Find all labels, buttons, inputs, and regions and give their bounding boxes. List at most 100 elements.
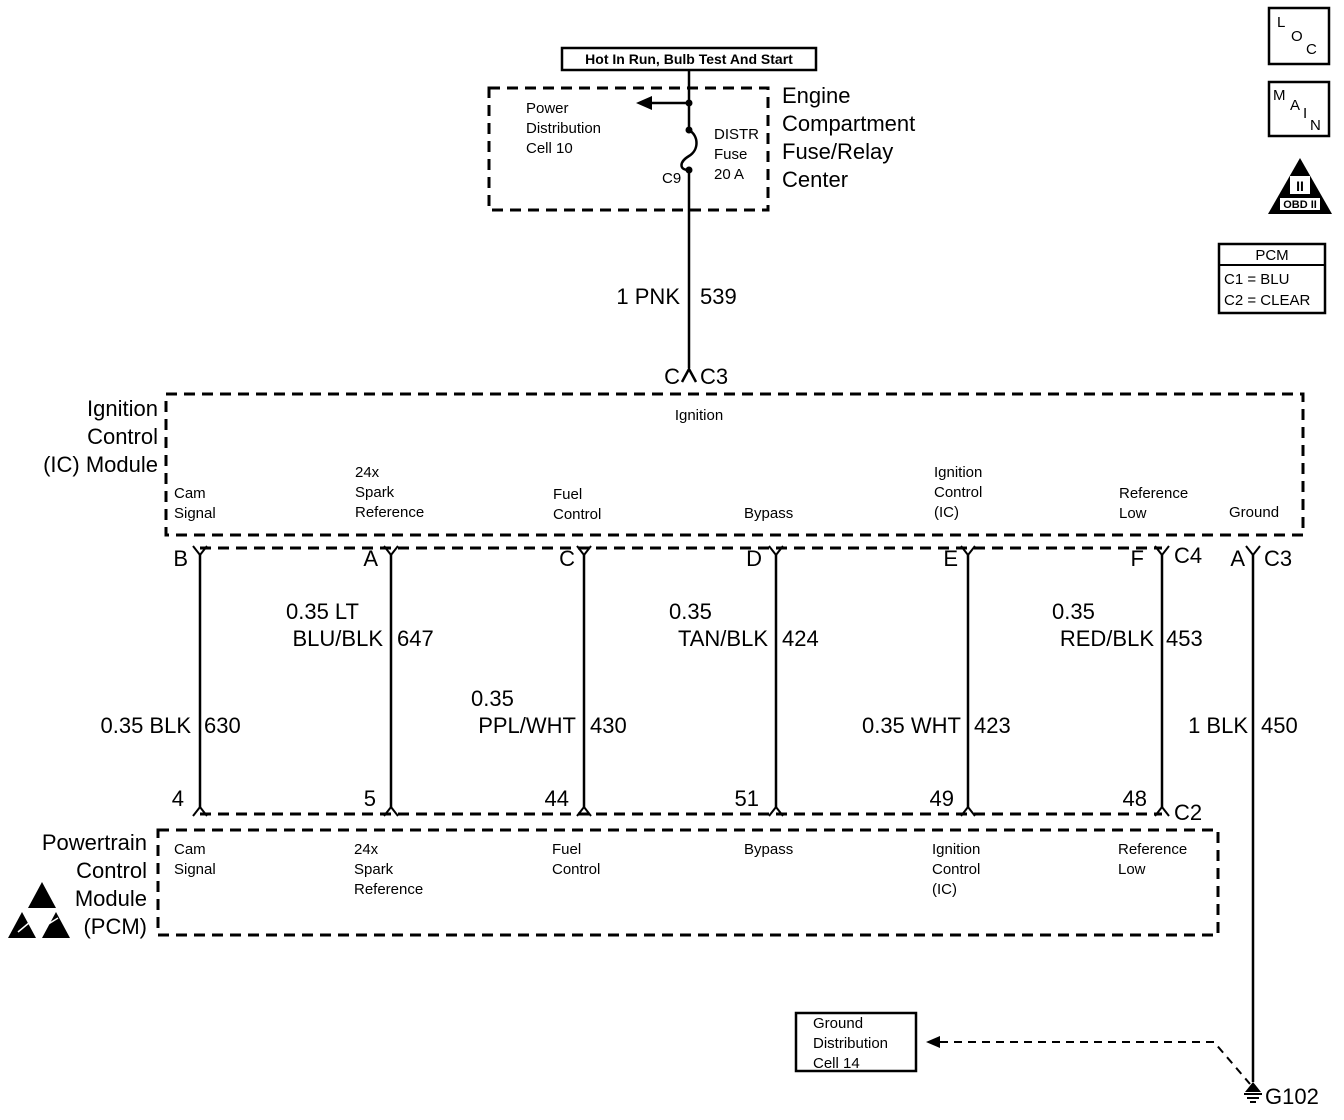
ic-term-cam-2: Signal bbox=[174, 505, 216, 522]
main-letter-m: M bbox=[1273, 87, 1286, 104]
pcm-legend-c2: C2 = CLEAR bbox=[1224, 292, 1310, 309]
wire-423-bottom-pin: 49 bbox=[930, 786, 954, 811]
ground-distribution-reference: Ground Distribution Cell 14 bbox=[794, 1011, 1251, 1085]
ground-dist-line-2: Distribution bbox=[813, 1035, 888, 1052]
wire-647: A 5 0.35 LT BLU/BLK 647 bbox=[286, 545, 434, 817]
main-letter-i: I bbox=[1303, 105, 1307, 122]
ic-term-ground: Ground bbox=[1229, 504, 1279, 521]
wire-430: C 44 0.35 PPL/WHT 430 bbox=[471, 545, 627, 817]
wire-430-bottom-pin: 44 bbox=[545, 786, 569, 811]
wire-647-color-2: BLU/BLK bbox=[293, 626, 384, 651]
pcm-name-3: Module bbox=[75, 886, 147, 911]
pcm-term-ic-1: Ignition bbox=[932, 841, 980, 858]
supply-wire-circuit: 539 bbox=[700, 284, 737, 309]
ic-term-fuel-2: Control bbox=[553, 506, 601, 523]
main-letter-n: N bbox=[1310, 117, 1321, 134]
wire-424-color-1: 0.35 bbox=[669, 599, 712, 624]
ic-module-header: Ignition bbox=[675, 407, 723, 424]
ic-term-ic-2: Control bbox=[934, 484, 982, 501]
loc-letter-o: O bbox=[1291, 28, 1303, 45]
pcm-term-fuel-2: Control bbox=[552, 861, 600, 878]
main-icon: M A I N bbox=[1267, 80, 1331, 138]
ground-symbol-icon bbox=[1244, 1082, 1262, 1103]
ic-term-ic-3: (IC) bbox=[934, 504, 959, 521]
wire-453-circuit: 453 bbox=[1166, 626, 1203, 651]
pcm-term-24x-3: Reference bbox=[354, 881, 423, 898]
pcm-name-2: Control bbox=[76, 858, 147, 883]
esd-sensitive-icon bbox=[8, 882, 70, 938]
wire-430-circuit: 430 bbox=[590, 713, 627, 738]
fuse-label-line-3: 20 A bbox=[714, 166, 744, 183]
wire-630-color: 0.35 BLK bbox=[100, 713, 191, 738]
fuse-relay-center: Power Distribution Cell 10 DISTR Fuse 20… bbox=[487, 83, 915, 212]
power-distribution-line-1: Power bbox=[526, 100, 569, 117]
ic-module-name-1: Ignition bbox=[87, 396, 158, 421]
supply-wire-color: 1 PNK bbox=[616, 284, 680, 309]
ic-term-24x-2: Spark bbox=[355, 484, 395, 501]
wire-630-bottom-pin: 4 bbox=[172, 786, 184, 811]
wire-450-circuit: 450 bbox=[1261, 713, 1298, 738]
wire-424-top-pin: D bbox=[746, 546, 762, 571]
wire-630-top-pin: B bbox=[173, 546, 188, 571]
pcm-term-reflow-2: Low bbox=[1118, 861, 1146, 878]
ground-point-label: G102 bbox=[1265, 1084, 1319, 1109]
wire-430-top-pin: C bbox=[559, 546, 575, 571]
ic-c3-connector-symbol bbox=[680, 366, 698, 383]
ic-term-fuel-1: Fuel bbox=[553, 486, 582, 503]
c9-connector-label: C9 bbox=[662, 170, 681, 187]
wire-647-top-pin: A bbox=[363, 546, 378, 571]
obd-ii-icon: II OBD II bbox=[1268, 158, 1332, 214]
wire-423-color: 0.35 WHT bbox=[862, 713, 961, 738]
wire-647-color-1: 0.35 LT bbox=[286, 599, 359, 624]
wire-423-top-pin: E bbox=[943, 546, 958, 571]
ic-term-cam-1: Cam bbox=[174, 485, 206, 502]
fuse-label-line-1: DISTR bbox=[714, 126, 759, 143]
ic-module: Ignition Control (IC) Module Ignition Ca… bbox=[43, 392, 1305, 537]
fuse-label-line-2: Fuse bbox=[714, 146, 747, 163]
wire-423: E 49 0.35 WHT 423 bbox=[862, 545, 1011, 817]
pcm-term-ic-2: Control bbox=[932, 861, 980, 878]
wire-450-connector: C3 bbox=[1264, 546, 1292, 571]
pcm-module: Powertrain Control Module (PCM) Cam Sign… bbox=[8, 828, 1220, 939]
wire-424-color-2: TAN/BLK bbox=[678, 626, 768, 651]
wire-430-color-1: 0.35 bbox=[471, 686, 514, 711]
ground-dist-line-3: Cell 14 bbox=[813, 1055, 860, 1072]
wire-453-top-pin: F bbox=[1131, 546, 1144, 571]
wire-630: B 4 0.35 BLK 630 bbox=[100, 545, 241, 817]
wire-430-color-2: PPL/WHT bbox=[478, 713, 576, 738]
pcm-connector-legend: PCM C1 = BLU C2 = CLEAR bbox=[1217, 242, 1327, 315]
wire-450-pin: A bbox=[1230, 546, 1245, 571]
pcm-name-4: (PCM) bbox=[83, 914, 147, 939]
ic-module-name-3: (IC) Module bbox=[43, 452, 158, 477]
wire-453-color-2: RED/BLK bbox=[1060, 626, 1154, 651]
wire-424-circuit: 424 bbox=[782, 626, 819, 651]
pcm-name-1: Powertrain bbox=[42, 830, 147, 855]
wire-453: F 48 0.35 RED/BLK 453 bbox=[1052, 545, 1203, 817]
loc-icon: L O C bbox=[1267, 6, 1331, 66]
relay-center-name-1: Engine bbox=[782, 83, 851, 108]
ground-dist-line-1: Ground bbox=[813, 1015, 863, 1032]
wire-423-circuit: 423 bbox=[974, 713, 1011, 738]
wire-630-circuit: 630 bbox=[204, 713, 241, 738]
pcm-term-cam-2: Signal bbox=[174, 861, 216, 878]
relay-center-name-4: Center bbox=[782, 167, 848, 192]
supply-condition-text: Hot In Run, Bulb Test And Start bbox=[585, 51, 793, 67]
power-distribution-line-2: Distribution bbox=[526, 120, 601, 137]
wire-647-bottom-pin: 5 bbox=[364, 786, 376, 811]
pcm-term-fuel-1: Fuel bbox=[552, 841, 581, 858]
ic-term-reflow-2: Low bbox=[1119, 505, 1147, 522]
ic-term-ic-1: Ignition bbox=[934, 464, 982, 481]
pcm-term-ic-3: (IC) bbox=[932, 881, 957, 898]
ic-term-24x-1: 24x bbox=[355, 464, 380, 481]
ic-module-name-2: Control bbox=[87, 424, 158, 449]
wire-424-bottom-pin: 51 bbox=[735, 786, 759, 811]
power-distribution-line-3: Cell 10 bbox=[526, 140, 573, 157]
wire-450: A C3 1 BLK 450 bbox=[1188, 545, 1298, 1082]
ic-c3-connector: C3 bbox=[700, 364, 728, 389]
pcm-term-reflow-1: Reference bbox=[1118, 841, 1187, 858]
c2-connector-label: C2 bbox=[1174, 800, 1202, 825]
wire-453-bottom-pin: 48 bbox=[1123, 786, 1147, 811]
pcm-term-cam-1: Cam bbox=[174, 841, 206, 858]
pcm-term-24x-1: 24x bbox=[354, 841, 379, 858]
